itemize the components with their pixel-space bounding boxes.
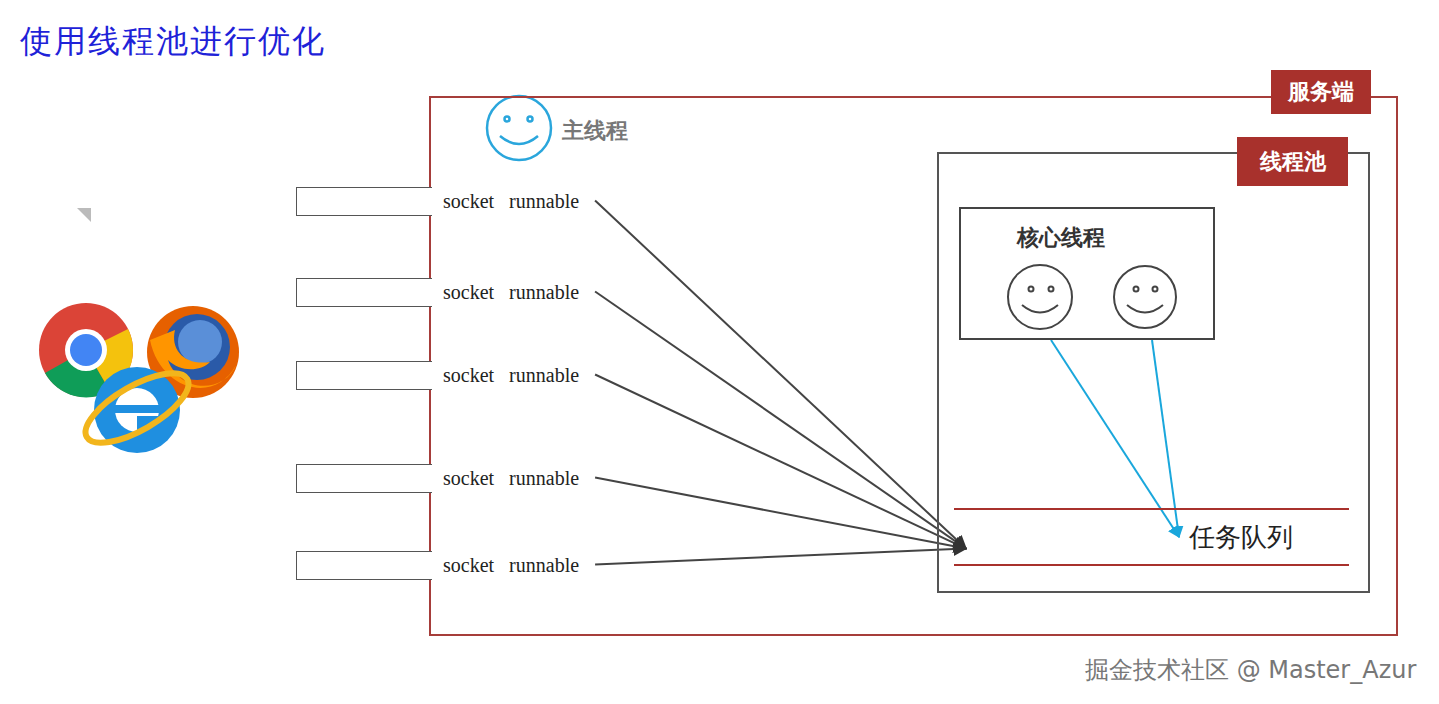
runnable-label: runnable [509, 554, 579, 577]
submit-arrow [595, 549, 966, 565]
socket-label: socket [443, 364, 494, 387]
socket-stub [296, 464, 432, 493]
submit-arrow [595, 478, 966, 549]
submit-arrow [595, 375, 966, 549]
region-box: 线程池核心线程任务队列 [937, 152, 1370, 593]
runnable-label: runnable [509, 190, 579, 213]
cursor-mark [77, 208, 91, 222]
main-thread-smiley [487, 96, 551, 160]
diagram-title: 使用线程池进行优化 [20, 20, 326, 64]
runnable-label: runnable [509, 281, 579, 304]
socket-row: socket runnable [296, 361, 595, 390]
submit-arrow [595, 292, 966, 549]
runnable-label: runnable [509, 467, 579, 490]
socket-stub [296, 278, 432, 307]
ie-icon [76, 360, 198, 456]
socket-row: socket runnable [296, 551, 595, 580]
region-box: 服务端socketrunnablesocketrunnablesocketrun… [429, 96, 1398, 636]
queue-band: 任务队列 [954, 508, 1349, 566]
socket-label: socket [443, 190, 494, 213]
socket-stub [296, 187, 432, 216]
socket-label: socket [443, 554, 494, 577]
watermark: 掘金技术社区 @ Master_Azur [1085, 654, 1416, 686]
core-thread-smiley [1008, 265, 1072, 329]
socket-row: socket runnable [296, 278, 595, 307]
socket-stub [296, 551, 432, 580]
core-thread-smiley [1114, 266, 1176, 328]
runnable-label: runnable [509, 364, 579, 387]
socket-row: socket runnable [296, 464, 595, 493]
main-thread-label: 主线程 [562, 116, 628, 146]
socket-label: socket [443, 467, 494, 490]
group-box: 核心线程 [959, 207, 1215, 340]
group-heading: 核心线程 [1017, 223, 1105, 253]
socket-row: socket runnable [296, 187, 595, 216]
socket-label: socket [443, 281, 494, 304]
region-heading: 线程池 [1237, 137, 1348, 186]
region-heading: 服务端 [1271, 70, 1371, 114]
submit-arrow [595, 201, 966, 549]
socket-stub [296, 361, 432, 390]
queue-label: 任务队列 [1189, 520, 1293, 555]
